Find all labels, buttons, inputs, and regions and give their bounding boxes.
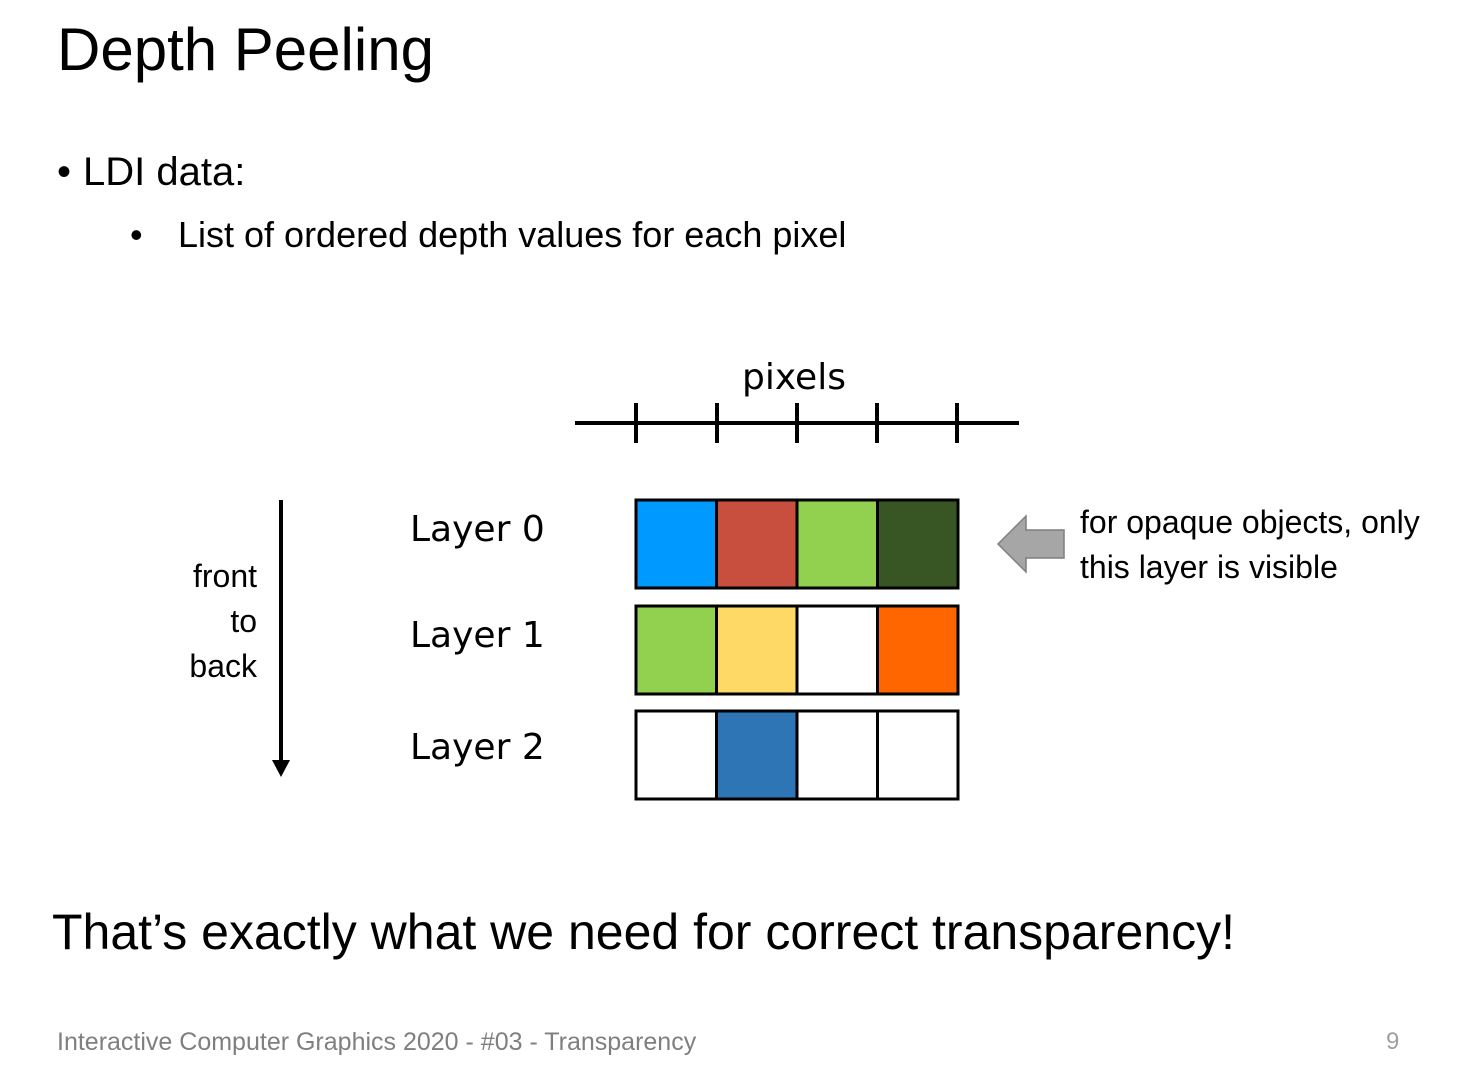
sub-bullet-text: List of ordered depth values for each pi… <box>178 214 847 255</box>
opaque-note-line: for opaque objects, only <box>1080 504 1420 540</box>
pointer-arrow-icon <box>996 514 1065 574</box>
opaque-note-line: this layer is visible <box>1080 549 1338 585</box>
layer-0-label: Layer 0 <box>410 509 545 550</box>
layer-2-pixel-cell <box>795 709 879 801</box>
direction-label-line: front <box>192 558 257 594</box>
layer-2-pixel-cell <box>634 709 718 801</box>
bullet-text: LDI data: <box>83 150 246 194</box>
layer-grid <box>634 498 960 801</box>
layer-2-row <box>634 709 960 801</box>
layer-1-pixel-cell <box>715 604 799 696</box>
layer-0-pixel-cell <box>715 498 799 590</box>
bullet-ldi-data: •LDI data: <box>57 147 245 197</box>
direction-label-line: to <box>230 603 257 639</box>
pixels-axis-label: pixels <box>742 357 846 398</box>
slide-title: Depth Peeling <box>57 16 434 83</box>
layer-2-label: Layer 2 <box>410 727 545 768</box>
layer-2-pixel-cell <box>715 709 799 801</box>
sub-bullet: • List of ordered depth values for each p… <box>130 212 846 258</box>
conclusion-text: That’s exactly what we need for correct … <box>52 904 1235 960</box>
layer-1-label: Layer 1 <box>410 615 545 656</box>
direction-label-line: back <box>189 648 257 684</box>
layer-1-pixel-cell <box>795 604 879 696</box>
layer-1-pixel-cell <box>634 604 718 696</box>
sub-bullet-glyph: • <box>130 214 143 255</box>
layer-1-pixel-cell <box>876 604 960 696</box>
opaque-note: for opaque objects, only this layer is v… <box>1080 500 1420 590</box>
layer-0-row <box>634 498 960 590</box>
layer-0-pixel-cell <box>634 498 718 590</box>
direction-label: front to back <box>189 554 257 689</box>
layer-0-pixel-cell <box>876 498 960 590</box>
page-number: 9 <box>1386 1028 1400 1055</box>
bullet-glyph: • <box>57 150 72 194</box>
layer-1-row <box>634 604 960 696</box>
front-to-back-arrow <box>272 500 290 777</box>
pixel-axis <box>575 403 1019 443</box>
layer-0-pixel-cell <box>795 498 879 590</box>
layer-2-pixel-cell <box>876 709 960 801</box>
front-to-back-arrow-head <box>272 760 290 777</box>
footer-text: Interactive Computer Graphics 2020 - #03… <box>57 1028 697 1056</box>
